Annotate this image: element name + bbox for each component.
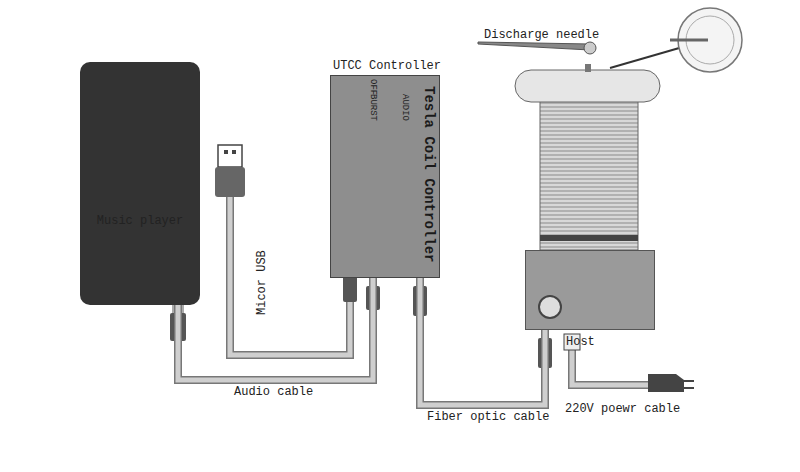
host-label: Host bbox=[566, 335, 595, 349]
switch-label: OFF bbox=[368, 79, 378, 95]
cable-label: 220V poewr cable bbox=[565, 402, 680, 416]
tesla-coil bbox=[515, 64, 660, 250]
cable-label: Micor USB bbox=[255, 250, 269, 315]
discharge-needle bbox=[478, 8, 742, 72]
power-cable bbox=[564, 334, 694, 392]
board-heading: UTCC Controller bbox=[333, 59, 441, 73]
cable-connector bbox=[178, 278, 373, 380]
screen-label: Music player bbox=[80, 214, 200, 228]
part-label: Discharge needle bbox=[484, 28, 599, 42]
board-title: Tesla Coil Controller bbox=[421, 86, 437, 262]
host-box: Host bbox=[525, 250, 655, 330]
edge-label: Audio cable bbox=[232, 385, 315, 399]
edge-label: Fiber optic cable bbox=[425, 410, 551, 424]
phone: Music player bbox=[80, 62, 200, 305]
switch-label: BURST bbox=[368, 94, 378, 121]
audio-plugs bbox=[170, 278, 380, 341]
cable-outline bbox=[178, 278, 373, 380]
switch-label: AUDIO bbox=[400, 94, 410, 121]
controller-board: UTCC ControllerTesla Coil Controller bbox=[330, 75, 440, 278]
host-socket bbox=[538, 295, 562, 319]
